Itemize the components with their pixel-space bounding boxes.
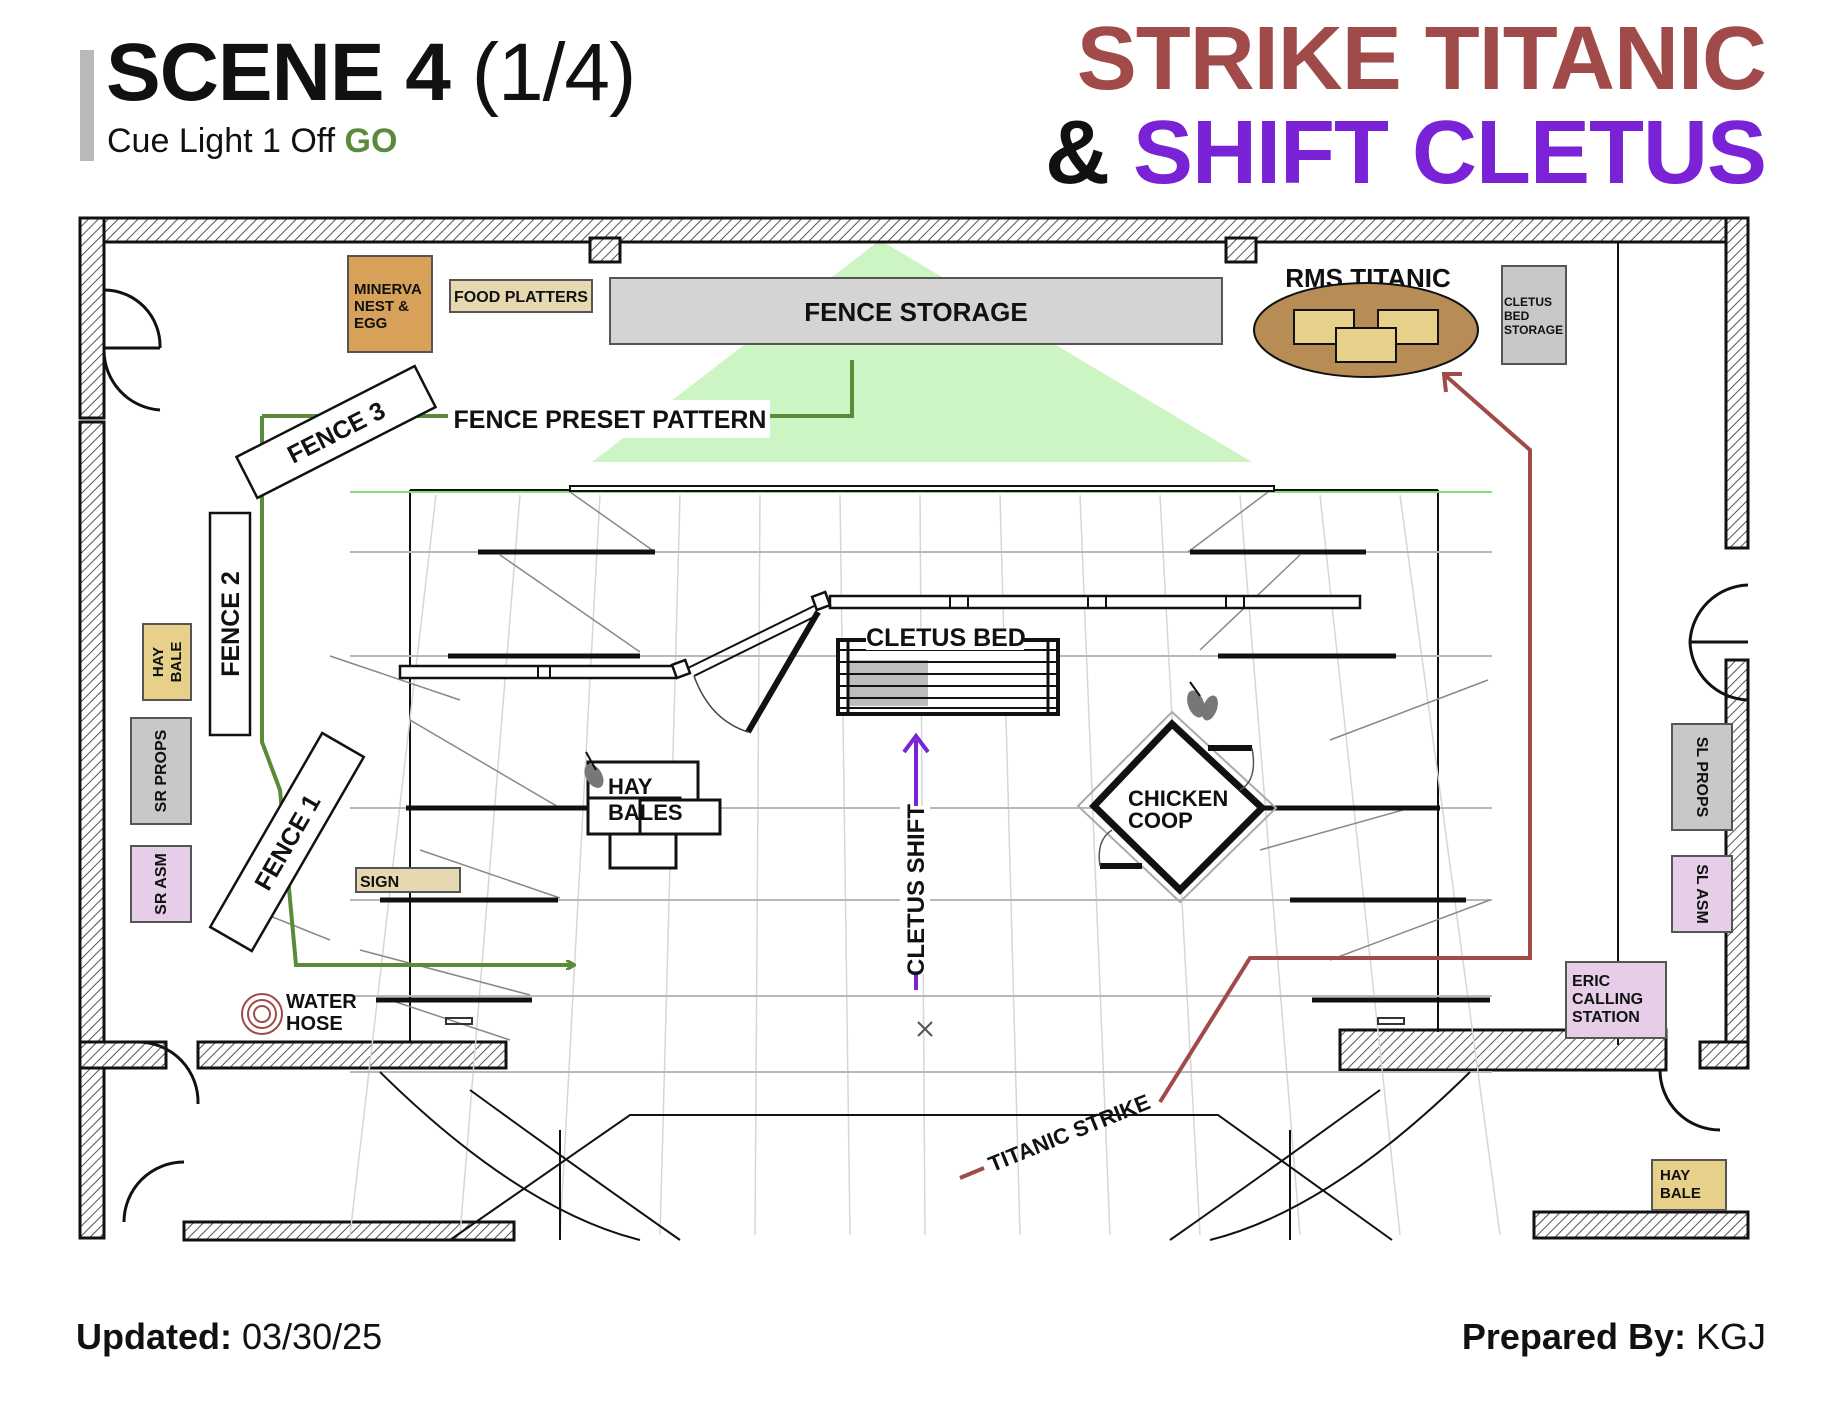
top-batten (569, 485, 1275, 492)
headline-ampersand: & (1044, 103, 1110, 203)
sign-label: SIGN (360, 874, 399, 891)
hay-bale-sr-label: HAYBALE (150, 642, 185, 683)
cue-text: Cue Light 1 Off (107, 122, 336, 160)
fence-storage-leader (768, 360, 854, 418)
cletus-shift-label-bg (900, 806, 930, 974)
eric-calling-station (1565, 961, 1667, 1039)
cletus-bed-label: CLETUS BED (866, 624, 1026, 652)
fence-2-label: FENCE 2 (217, 571, 245, 677)
scene-number: SCENE 4 (106, 27, 451, 118)
sl-asm (1671, 855, 1733, 933)
updated-info: Updated: 03/30/25 (76, 1316, 382, 1358)
cletus-bed (836, 628, 1060, 716)
travel-track (398, 590, 1362, 734)
cue-go: GO (344, 122, 398, 160)
food-platters-label: FOOD PLATTERS (454, 289, 588, 306)
fence-3: FENCE 3 (234, 364, 438, 500)
prepared-by-name: KGJ (1695, 1316, 1766, 1357)
hay-bales-lamp-icon (584, 751, 604, 788)
sl-props (1671, 723, 1733, 831)
headline-shift: & SHIFT CLETUS (1045, 108, 1767, 198)
floor-marks (445, 1017, 1405, 1025)
minerva-nest-egg (347, 255, 433, 353)
food-platters (449, 279, 593, 313)
prepared-by-label: Prepared By: (1461, 1316, 1686, 1357)
rms-titanic (1253, 282, 1479, 378)
scene-title: SCENE 4 (1/4) (106, 32, 636, 114)
sign (355, 867, 461, 893)
fence-preset-path (260, 416, 574, 965)
fence-storage-label: FENCE STORAGE (804, 297, 1027, 327)
fence-1: FENCE 1 (208, 731, 366, 953)
apron (379, 1071, 1471, 1241)
fence-preset-label: FENCE PRESET PATTERN (454, 406, 767, 434)
scene-fraction: (1/4) (471, 27, 637, 118)
titanic-strike-label: TITANIC STRIKE (985, 1089, 1154, 1177)
sl-asm-label: SL ASM (1693, 864, 1710, 924)
updated-date: 03/30/25 (242, 1316, 383, 1357)
hay-bale-sl (1651, 1159, 1727, 1211)
sr-props-label: SR PROPS (153, 729, 170, 812)
sl-props-label: SL PROPS (1693, 737, 1710, 818)
fence-2: FENCE 2 (208, 511, 252, 737)
sr-asm-label: SR ASM (153, 853, 170, 915)
side-doors (102, 288, 1749, 1223)
headline-strike: STRIKE TITANIC (1076, 9, 1767, 109)
header-accent-bar (80, 50, 94, 161)
sr-asm (130, 845, 192, 923)
fence-storage (609, 277, 1223, 345)
titanic-strike-path (959, 372, 1532, 1180)
fence-preset-label-bg (448, 400, 770, 438)
water-hose-icon (241, 993, 283, 1035)
hay-bale-sr (142, 623, 192, 701)
cue-line: Cue Light 1 Off GO (107, 122, 397, 161)
masking-legs (376, 549, 1490, 1003)
updated-label: Updated: (76, 1316, 232, 1357)
center-mark (917, 1021, 933, 1037)
cletus-shift-label: CLETUS SHIFT (903, 804, 930, 976)
sr-props (130, 717, 192, 825)
cletus-bed-storage (1501, 265, 1567, 365)
hay-bales-center (586, 760, 722, 870)
chicken-coop (1076, 681, 1278, 904)
prepared-by-info: Prepared By: KGJ (1462, 1316, 1766, 1358)
headline-shift-text: SHIFT CLETUS (1133, 103, 1767, 203)
